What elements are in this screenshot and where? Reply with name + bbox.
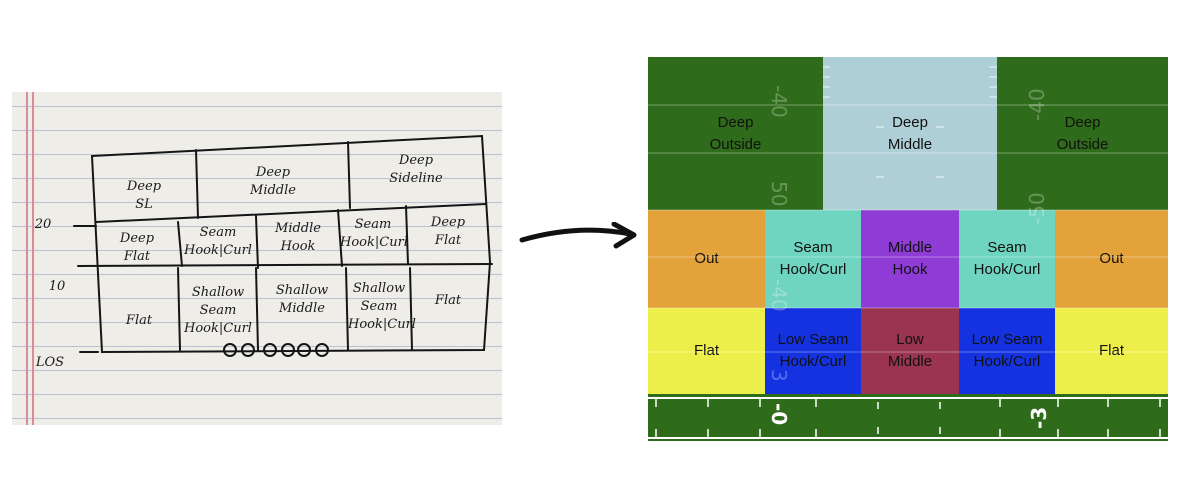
sketch-zone-deep-sideline: Deep Sideline: [389, 153, 443, 186]
zone-middle-hook: Middle Hook: [861, 210, 959, 308]
yard-number: -3: [1027, 407, 1051, 429]
sketch-zone-deep-flat-right: Deep Flat: [430, 215, 466, 248]
zone-seam-hook-curl-right: Seam Hook/Curl: [959, 210, 1055, 308]
sketch-zone-flat-right: Flat: [434, 293, 462, 308]
zone-flat-left: Flat: [648, 308, 765, 394]
zone-deep-outside-right: Deep Outside: [1056, 113, 1109, 153]
sketch-zone-shallow-seam-right: Shallow Seam Hook|Curl: [348, 281, 416, 332]
yard-number: -0: [767, 403, 791, 425]
sketch-zone-shallow-middle: Shallow Middle: [275, 283, 329, 316]
right-arrow-icon: [519, 222, 637, 249]
zone-flat-right: Flat: [1055, 308, 1168, 394]
sketch-photo: 20 10 LOS Deep SL Deep Middle Deep Sidel…: [12, 92, 502, 425]
sketch-zone-deep-middle: Deep Middle: [250, 165, 296, 198]
yard-marker-los: LOS: [35, 355, 65, 370]
zone-low-seam-right: Low Seam Hook/Curl: [959, 308, 1055, 394]
zone-deep-middle: Deep Middle: [823, 57, 997, 210]
sketch-grid: [73, 134, 493, 357]
coverage-field: Deep Outside Deep Middle Deep Outside Ou…: [648, 57, 1168, 441]
sketch-zone-shallow-seam-left: Shallow Seam Hook|Curl: [184, 285, 252, 336]
sketch-zone-deep-flat-left: Deep Flat: [119, 231, 155, 264]
yard-marker-10: 10: [48, 279, 66, 294]
zone-out-left: Out: [648, 210, 765, 308]
zone-seam-hook-curl-left: Seam Hook/Curl: [765, 210, 861, 308]
sketch-zone-seam-right: Seam Hook|Curl: [340, 217, 408, 250]
zone-deep-outside-left: Deep Outside: [709, 113, 762, 153]
sketch-zone-deep-sl: Deep SL: [126, 179, 162, 212]
zone-low-seam-left: Low Seam Hook/Curl: [765, 308, 861, 394]
sketch-zone-middle-hook: Middle Hook: [275, 221, 321, 254]
sketch-zone-flat-left: Flat: [125, 313, 153, 328]
zone-out-right: Out: [1055, 210, 1168, 308]
yard-marker-20: 20: [34, 217, 52, 232]
sketch-zone-seam-left: Seam Hook|Curl: [184, 225, 252, 258]
zone-low-middle: Low Middle: [861, 308, 959, 394]
